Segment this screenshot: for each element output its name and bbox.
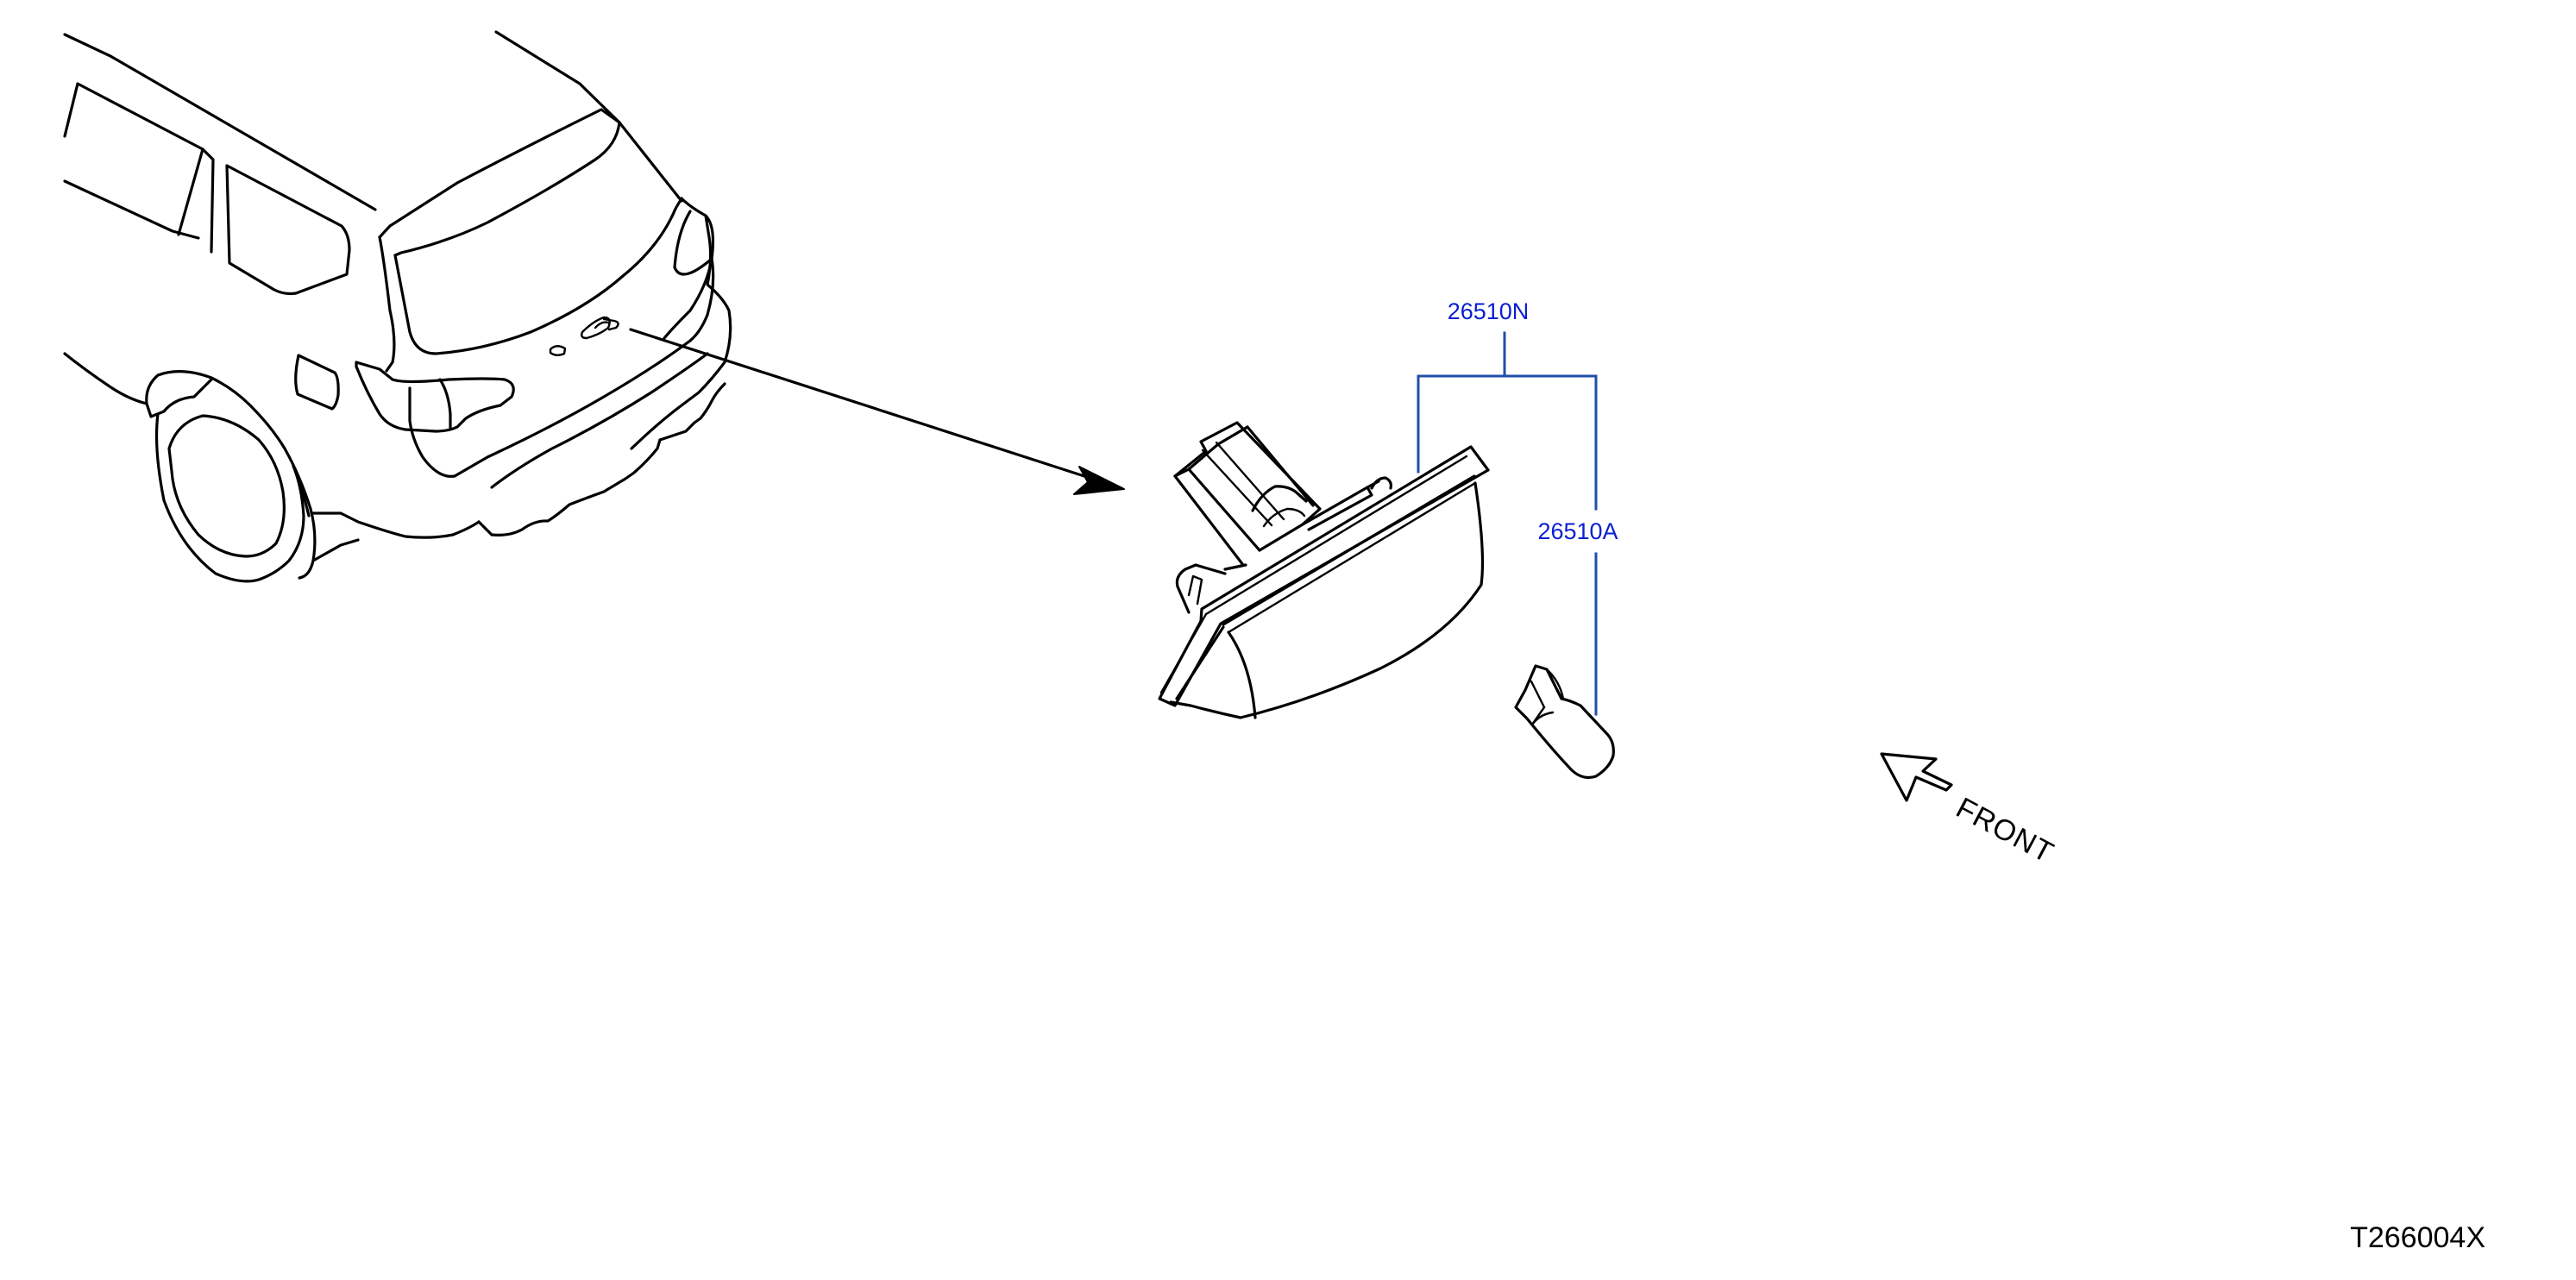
front-label: FRONT xyxy=(1951,792,2059,870)
pointer-arrow xyxy=(629,328,1125,495)
vehicle-rear-view xyxy=(63,30,732,583)
license-plate-lamp-assembly xyxy=(1158,421,1490,719)
front-direction-indicator: FRONT xyxy=(1880,752,2059,870)
illustration-code: T266004X xyxy=(2350,1221,2485,1254)
front-arrow-icon xyxy=(1880,752,1953,802)
part-number-callout: 26510N xyxy=(1448,298,1530,324)
part-number-callout: 26510A xyxy=(1537,518,1618,544)
callout-leader-lines xyxy=(1417,331,1598,716)
lamp-bulb xyxy=(1514,664,1615,780)
callouts: 26510N 26510A xyxy=(1448,298,1618,544)
